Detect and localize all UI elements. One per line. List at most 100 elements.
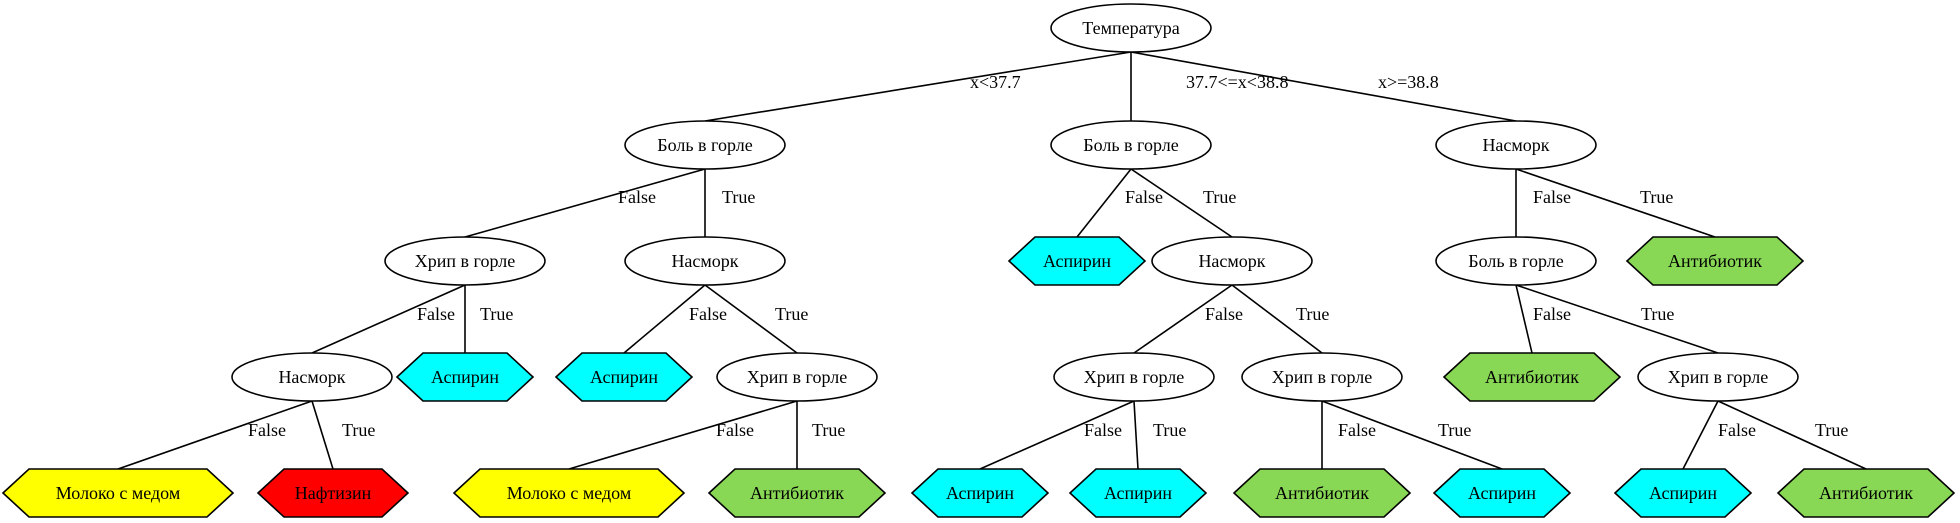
edges-layer: [117, 51, 1867, 470]
leaf-node-aspirin: Аспирин: [910, 468, 1050, 518]
hexagon-shape: [1068, 468, 1208, 518]
edge-n10-n18: [117, 400, 313, 470]
hexagon-shape: [1, 468, 235, 518]
hexagon-shape: [256, 468, 410, 518]
hexagon-shape: [1432, 468, 1572, 518]
decision-node-hoarse-throat: Хрип в горле: [1637, 352, 1799, 402]
decision-node-runny-nose: Насморк: [1151, 236, 1313, 286]
node-label: Антибиотик: [1275, 483, 1369, 503]
ellipse-shape: [1050, 120, 1212, 170]
edge-label-n0-n2: 37.7<=x<38.8: [1186, 72, 1288, 92]
edge-n8-n17: [1515, 284, 1719, 354]
leaf-node-antibiotic: Антибиотик: [707, 468, 887, 518]
node-label: Хрип в горле: [415, 251, 515, 271]
ellipse-shape: [1241, 352, 1403, 402]
node-label: Насморк: [278, 367, 345, 387]
ellipse-shape: [1053, 352, 1215, 402]
decision-node-runny-nose: Насморк: [1435, 120, 1597, 170]
edge-n4-n10: [311, 284, 466, 354]
leaf-node-aspirin: Аспирин: [1068, 468, 1208, 518]
edge-n13-n20: [568, 400, 798, 470]
decision-node-sore-throat: Боль в горле: [1435, 236, 1597, 286]
edge-label-n7-n14: False: [1205, 304, 1243, 324]
decision-node-runny-nose: Насморк: [231, 352, 393, 402]
edge-label-n5-n13: True: [775, 304, 808, 324]
node-label: Аспирин: [431, 367, 499, 387]
leaf-node-aspirin: Аспирин: [1007, 236, 1147, 286]
edge-label-n1-n4: False: [618, 187, 656, 207]
edge-label-n0-n1: x<37.7: [970, 72, 1021, 92]
edge-label-n3-n9: True: [1640, 187, 1673, 207]
node-label: Молоко с медом: [507, 483, 631, 503]
node-label: Нафтизин: [295, 483, 372, 503]
leaf-node-naphthyzin: Нафтизин: [256, 468, 410, 518]
node-label: Антибиотик: [750, 483, 844, 503]
ellipse-shape: [384, 236, 546, 286]
decision-node-temperature: Температура: [1050, 3, 1212, 53]
edge-label-n2-n7: True: [1203, 187, 1236, 207]
edge-label-n15-n25: True: [1438, 420, 1471, 440]
edge-label-n14-n23: True: [1153, 420, 1186, 440]
ellipse-shape: [1435, 236, 1597, 286]
ellipse-shape: [1435, 120, 1597, 170]
hexagon-shape: [1625, 236, 1805, 286]
edge-label-n8-n17: True: [1641, 304, 1674, 324]
node-label: Хрип в горле: [1668, 367, 1768, 387]
leaf-node-antibiotic: Антибиотик: [1776, 468, 1956, 518]
node-label: Аспирин: [1043, 251, 1111, 271]
ellipse-shape: [624, 120, 786, 170]
hexagon-shape: [1007, 236, 1147, 286]
leaf-node-antibiotic: Антибиотик: [1232, 468, 1412, 518]
node-label: Антибиотик: [1819, 483, 1913, 503]
edge-n1-n4: [464, 168, 706, 238]
edge-label-n1-n5: True: [722, 187, 755, 207]
edge-label-n13-n21: True: [812, 420, 845, 440]
hexagon-shape: [707, 468, 887, 518]
edge-label-n4-n11: True: [480, 304, 513, 324]
edge-n2-n7: [1130, 168, 1233, 238]
node-label: Аспирин: [1649, 483, 1717, 503]
edge-n10-n19: [311, 400, 334, 470]
ellipse-shape: [1637, 352, 1799, 402]
edge-label-n13-n20: False: [716, 420, 754, 440]
ellipse-shape: [1050, 3, 1212, 53]
edge-n0-n3: [1130, 51, 1517, 122]
leaf-node-milk-with-honey: Молоко с медом: [452, 468, 686, 518]
edge-label-n8-n16: False: [1533, 304, 1571, 324]
node-label: Хрип в горле: [747, 367, 847, 387]
edge-label-n4-n10: False: [417, 304, 455, 324]
edge-n15-n25: [1321, 400, 1503, 470]
decision-node-hoarse-throat: Хрип в горле: [716, 352, 878, 402]
edge-n14-n22: [979, 400, 1135, 470]
edge-n8-n16: [1515, 284, 1533, 354]
node-label: Насморк: [1198, 251, 1265, 271]
ellipse-shape: [231, 352, 393, 402]
decision-node-hoarse-throat: Хрип в горле: [1053, 352, 1215, 402]
hexagon-shape: [452, 468, 686, 518]
node-label: Антибиотик: [1485, 367, 1579, 387]
edge-label-n17-n26: False: [1718, 420, 1756, 440]
node-label: Молоко с медом: [56, 483, 180, 503]
decision-node-runny-nose: Насморк: [624, 236, 786, 286]
edge-label-n10-n18: False: [248, 420, 286, 440]
ellipse-shape: [716, 352, 878, 402]
hexagon-shape: [1442, 352, 1622, 402]
leaf-node-aspirin: Аспирин: [1432, 468, 1572, 518]
node-label: Аспирин: [946, 483, 1014, 503]
edge-n7-n14: [1133, 284, 1233, 354]
node-label: Хрип в горле: [1272, 367, 1372, 387]
edge-n2-n6: [1076, 168, 1132, 238]
hexagon-shape: [1776, 468, 1956, 518]
node-label: Температура: [1082, 18, 1179, 38]
edge-label-n14-n22: False: [1084, 420, 1122, 440]
hexagon-shape: [1232, 468, 1412, 518]
leaf-node-aspirin: Аспирин: [554, 352, 694, 402]
edge-n17-n27: [1717, 400, 1867, 470]
node-label: Боль в горле: [657, 135, 752, 155]
node-label: Аспирин: [1104, 483, 1172, 503]
edge-n0-n1: [704, 51, 1132, 122]
hexagon-shape: [1613, 468, 1753, 518]
